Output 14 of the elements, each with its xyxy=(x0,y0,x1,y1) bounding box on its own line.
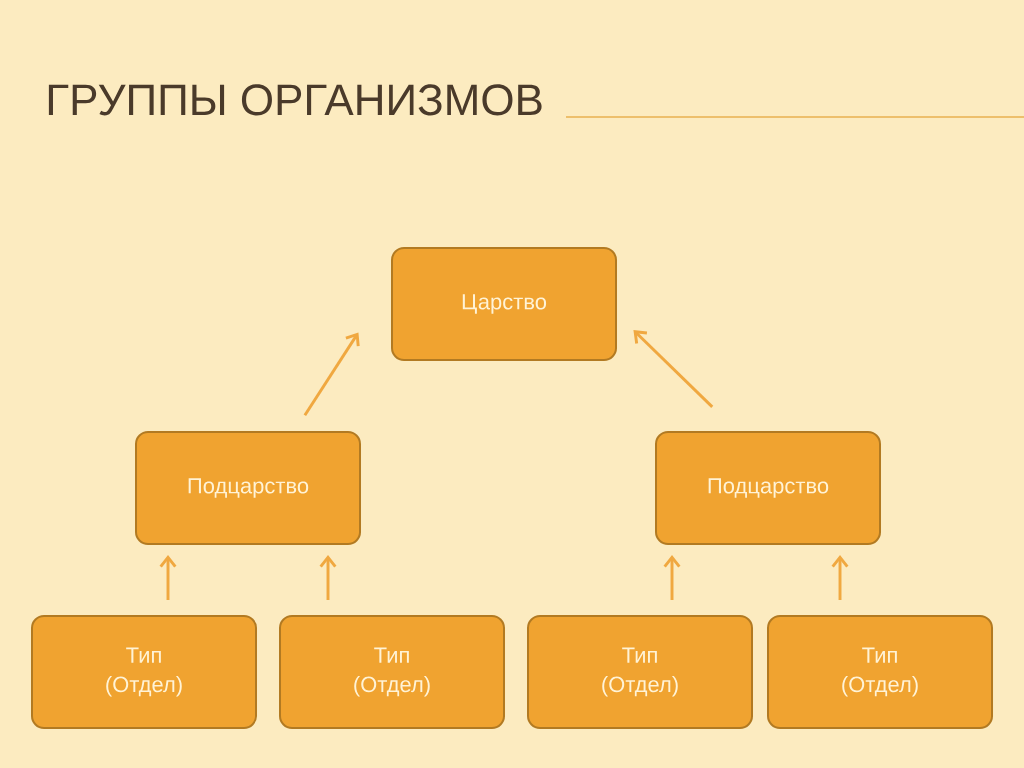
category-box: Подцарство xyxy=(135,431,361,545)
category-box: Тип (Отдел) xyxy=(279,615,505,729)
category-box: Подцарство xyxy=(655,431,881,545)
arrow xyxy=(663,554,681,600)
category-box: Тип (Отдел) xyxy=(527,615,753,729)
arrow xyxy=(159,554,177,600)
category-box: Царство xyxy=(391,247,617,361)
category-box: Тип (Отдел) xyxy=(767,615,993,729)
slide-title: ГРУППЫ ОРГАНИЗМОВ xyxy=(48,84,542,116)
arrow xyxy=(831,554,849,600)
arrow xyxy=(633,330,714,408)
category-box: Тип (Отдел) xyxy=(31,615,257,729)
arrow xyxy=(319,554,337,600)
arrow xyxy=(303,332,360,416)
